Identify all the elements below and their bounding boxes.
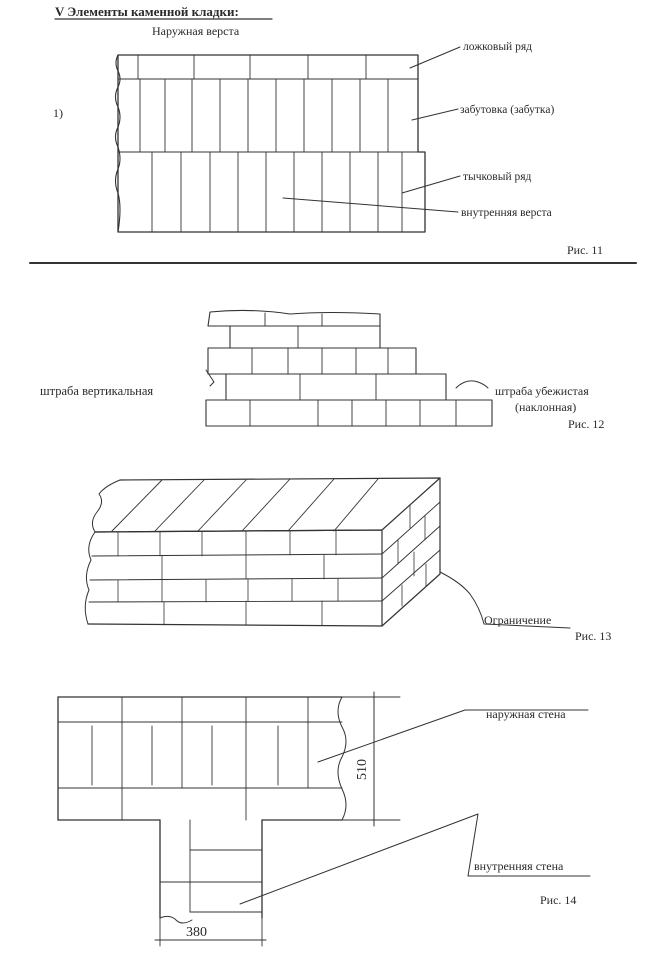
fig14-leader-inner: [239, 813, 591, 905]
fig11-label-header: тычковый ряд: [463, 171, 532, 183]
fig14-caption: Рис. 14: [540, 893, 576, 907]
fig13-label-restriction: Ограничение: [484, 613, 551, 627]
figure-11: Наружная верста 1): [53, 24, 603, 257]
fig14-dimension-thickness: 510: [341, 691, 401, 827]
fig14-label-inner: внутренняя стена: [474, 859, 564, 873]
fig12-caption: Рис. 12: [568, 417, 604, 431]
fig13-leader: [439, 571, 571, 629]
fig13-wall-block: [84, 477, 441, 627]
fig12-pointer-stepped: [455, 380, 489, 389]
fig12-toothing-wall: [205, 309, 493, 427]
fig11-item-number: 1): [53, 106, 63, 120]
fig11-leader-stretcher: [409, 46, 461, 69]
fig11-label-infill: забутовка (забутка): [460, 104, 554, 116]
fig11-leader-infill: [411, 108, 459, 121]
fig14-label-outer: наружная стена: [486, 707, 566, 721]
fig12-label-stepped: штраба убежистая: [495, 384, 589, 398]
fig11-leader-header: [401, 175, 461, 194]
section-title: V Элементы каменной кладки:: [55, 4, 239, 19]
fig14-wall-plan: [57, 696, 347, 924]
fig11-label-inner: внутренняя верста: [461, 207, 552, 219]
fig11-wall-section: [114, 54, 426, 233]
fig11-label-stretcher: ложковый ряд: [463, 41, 532, 53]
fig14-dim-510: 510: [355, 759, 370, 780]
fig12-pointer-vertical: [205, 369, 215, 387]
fig11-leader-inner: [282, 197, 459, 213]
figure-13: Ограничение Рис. 13: [84, 477, 611, 643]
fig14-dimension-width: 380: [154, 917, 267, 947]
figure-12: штраба вертикальная штраба убежистая (на…: [40, 309, 604, 431]
fig11-caption: Рис. 11: [567, 243, 603, 257]
fig11-top-label: Наружная верста: [152, 24, 240, 38]
fig12-label-stepped-sub: (наклонная): [515, 400, 576, 414]
fig14-leader-outer: [317, 709, 589, 763]
fig13-caption: Рис. 13: [575, 629, 611, 643]
figure-14: 510 380 наружная стена внутренняя стена …: [57, 691, 591, 947]
fig12-label-vertical: штраба вертикальная: [40, 384, 153, 398]
fig14-dim-380: 380: [186, 925, 207, 940]
